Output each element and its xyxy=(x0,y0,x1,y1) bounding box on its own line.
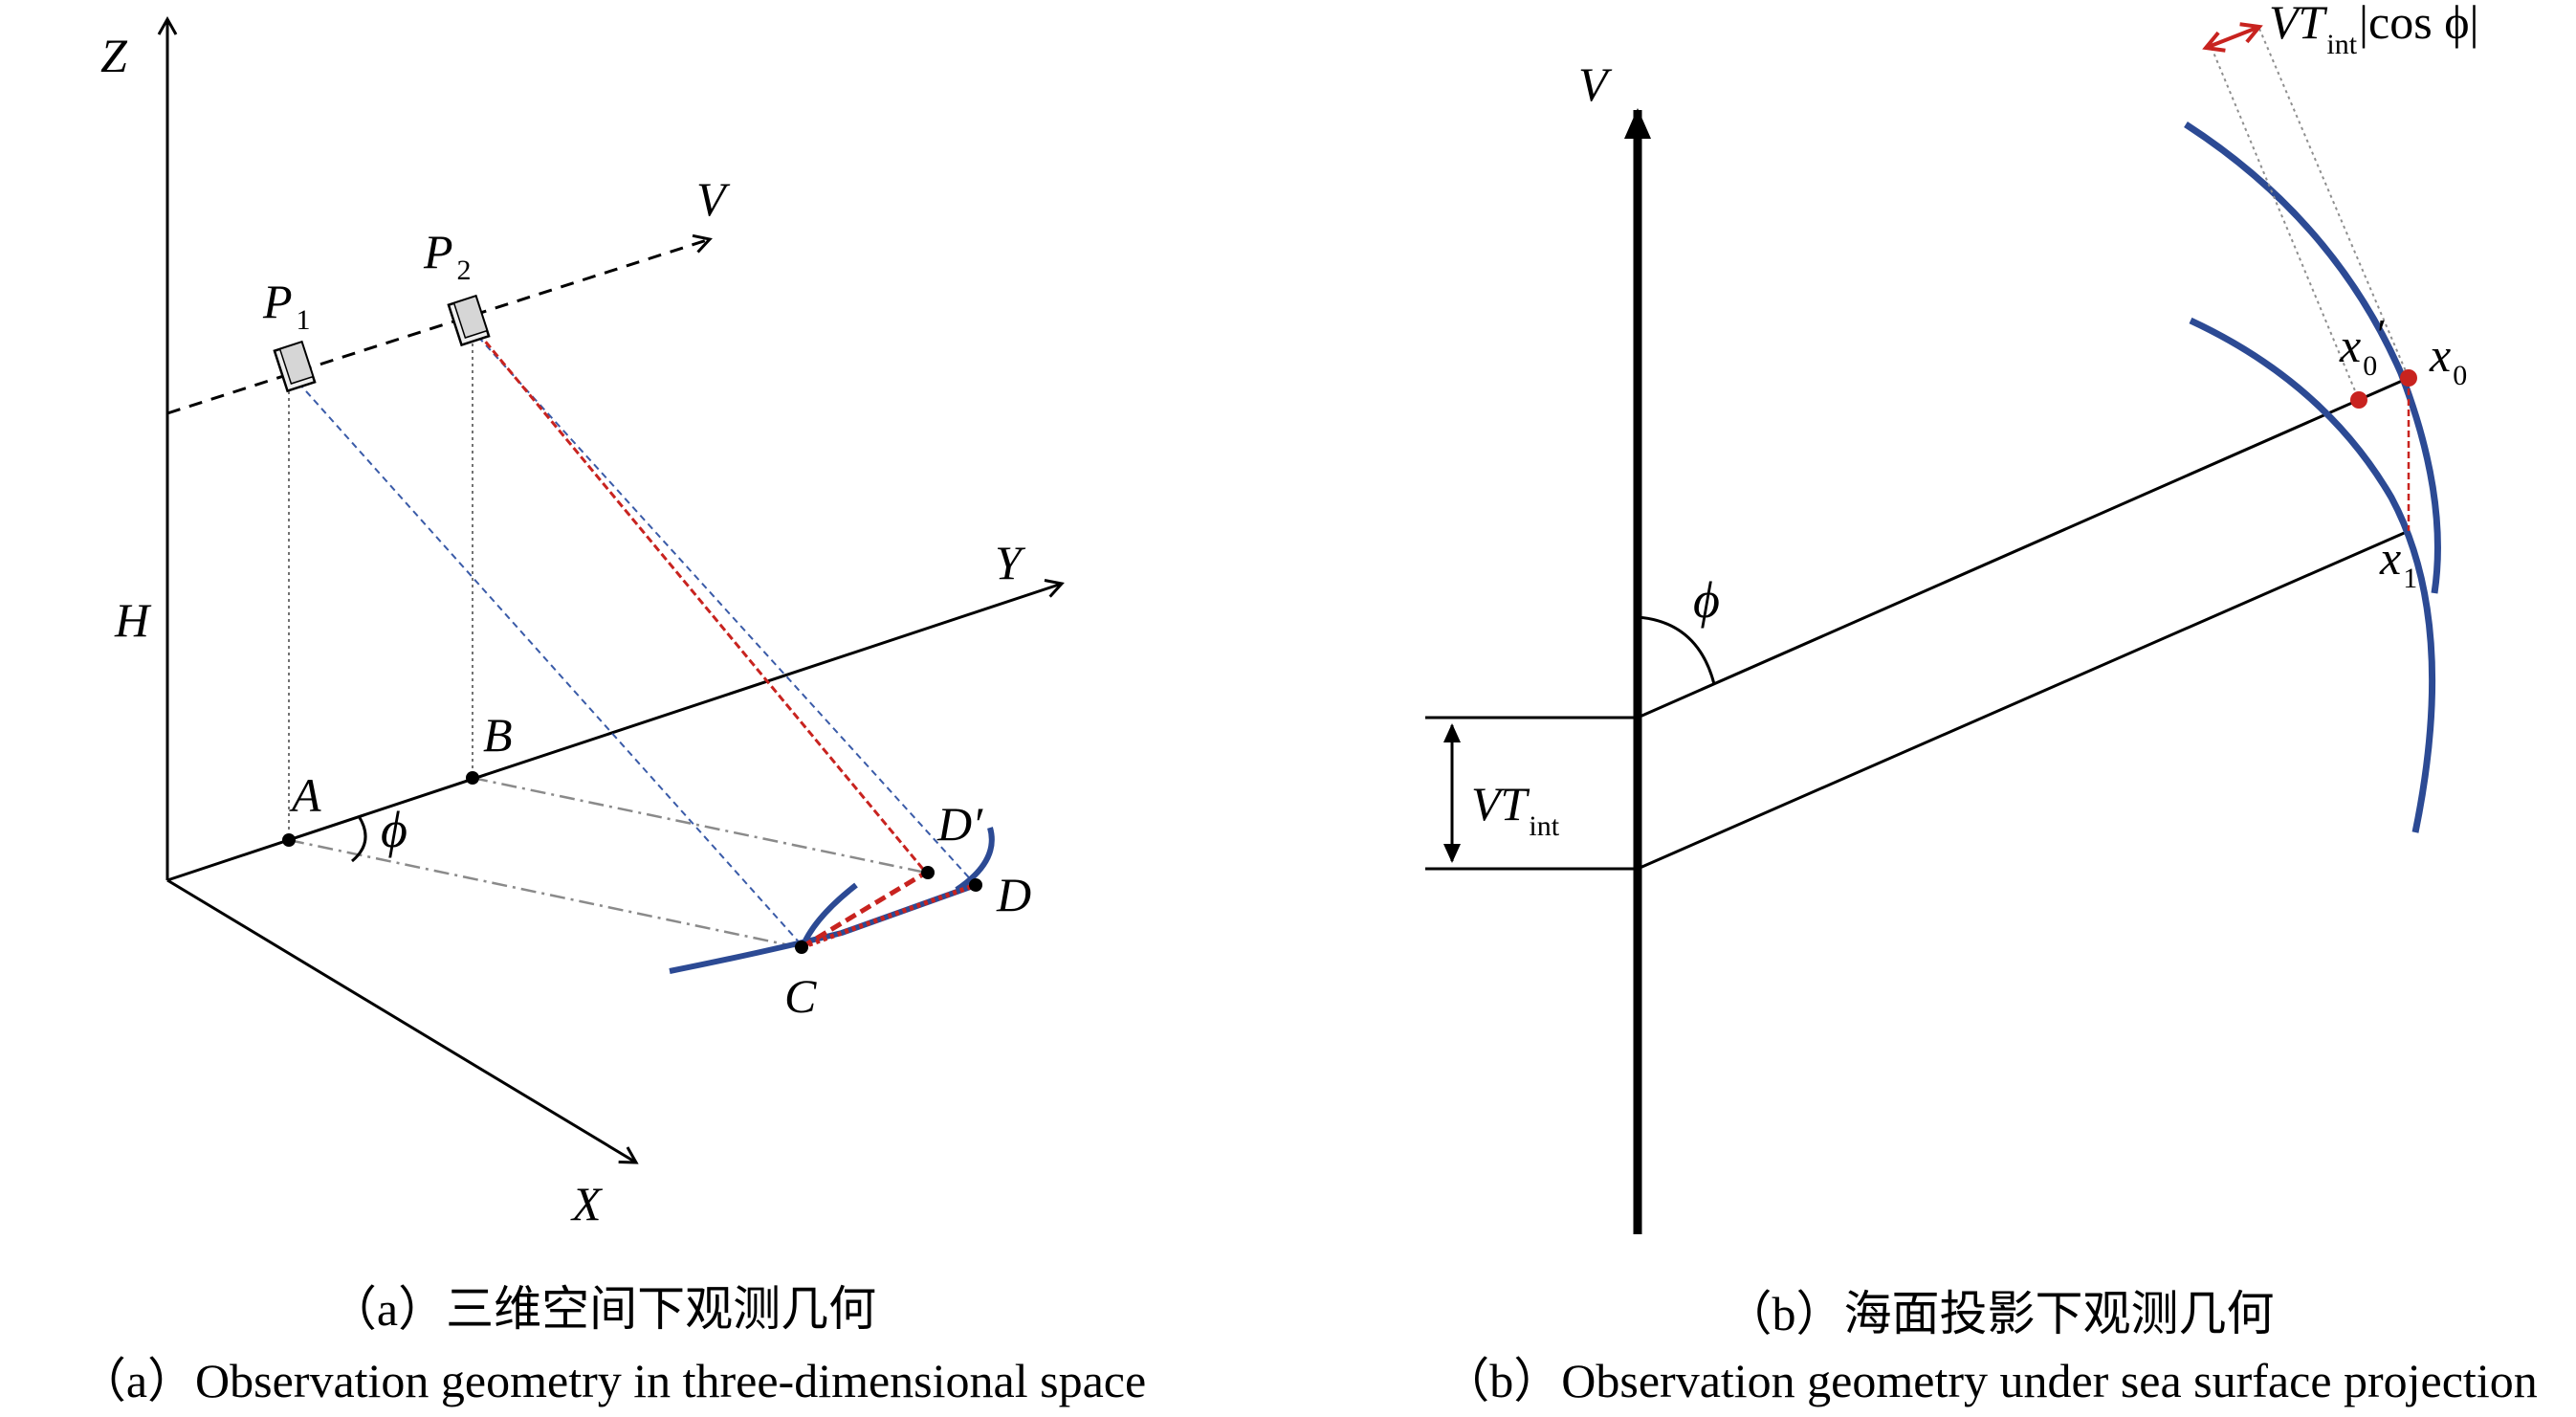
slant-line-lower xyxy=(1637,529,2410,871)
label-d: D xyxy=(996,868,1031,921)
label-b: B xyxy=(483,708,513,762)
ground-b-dprime xyxy=(472,776,927,875)
label-x: X xyxy=(570,1177,604,1230)
label-z: Z xyxy=(100,29,128,82)
flight-track-v xyxy=(166,233,713,415)
label-y: Y xyxy=(995,536,1026,589)
caption-a-en: （a）Observation geometry in three-dimensi… xyxy=(78,1354,1146,1407)
dotted-proj-1 xyxy=(2211,47,2360,401)
caption-b-en: （b）Observation geometry under sea surfac… xyxy=(1442,1354,2537,1407)
satellite-p2-icon xyxy=(447,294,491,347)
label-v: V xyxy=(696,172,731,226)
label-vt-int: VTint xyxy=(1471,777,1560,842)
angle-arc-phi xyxy=(351,815,367,863)
panel-b-sea-projection: V ϕ VTint VTint|cos ϕ| x0 x0′ x1 （b）海面投影… xyxy=(1425,0,2538,1407)
point-x0p-dot xyxy=(2350,391,2367,409)
label-x0: x0 xyxy=(2429,328,2467,391)
label-phi-a: ϕ xyxy=(381,801,407,858)
range-arc-c xyxy=(669,882,978,974)
slant-line-upper xyxy=(1637,376,2410,720)
x-axis xyxy=(166,878,639,1164)
label-c: C xyxy=(784,969,817,1023)
range-arc-outer xyxy=(2184,122,2441,594)
point-x0-dot xyxy=(2400,369,2417,387)
slant-p2-dprime xyxy=(476,332,928,874)
caption-b-cn: （b）海面投影下观测几何 xyxy=(1725,1287,2275,1340)
slant-p1-c xyxy=(297,382,804,948)
range-arc-inner xyxy=(2189,317,2436,833)
label-phi-b: ϕ xyxy=(1693,571,1720,629)
y-axis xyxy=(166,579,1065,882)
point-b-dot xyxy=(466,771,479,785)
caption-a-cn: （a）三维空间下观测几何 xyxy=(329,1282,876,1336)
point-c-dot xyxy=(795,941,808,954)
satellite-p1-icon xyxy=(273,340,317,393)
angle-arc-phi-b xyxy=(1637,615,1716,685)
vt-cos-arrow xyxy=(2206,27,2259,48)
red-c-d xyxy=(801,882,977,950)
ground-a-c xyxy=(288,838,800,949)
label-vt-cos: VTint|cos ϕ| xyxy=(2269,0,2479,60)
label-x0-prime: x0′ xyxy=(2339,311,2387,382)
label-h: H xyxy=(114,593,152,647)
point-dprime-dot xyxy=(921,866,935,879)
label-v-b: V xyxy=(1578,57,1613,111)
label-x1: x1 xyxy=(2379,531,2417,594)
label-a: A xyxy=(289,768,321,822)
dotted-proj-2 xyxy=(2258,28,2410,379)
red-c-dprime xyxy=(800,870,928,950)
range-arc-d-top xyxy=(955,827,995,893)
label-dprime: D′ xyxy=(936,797,983,851)
point-a-dot xyxy=(282,833,296,847)
point-d-dot xyxy=(969,878,982,892)
slant-p2-d xyxy=(477,336,977,886)
